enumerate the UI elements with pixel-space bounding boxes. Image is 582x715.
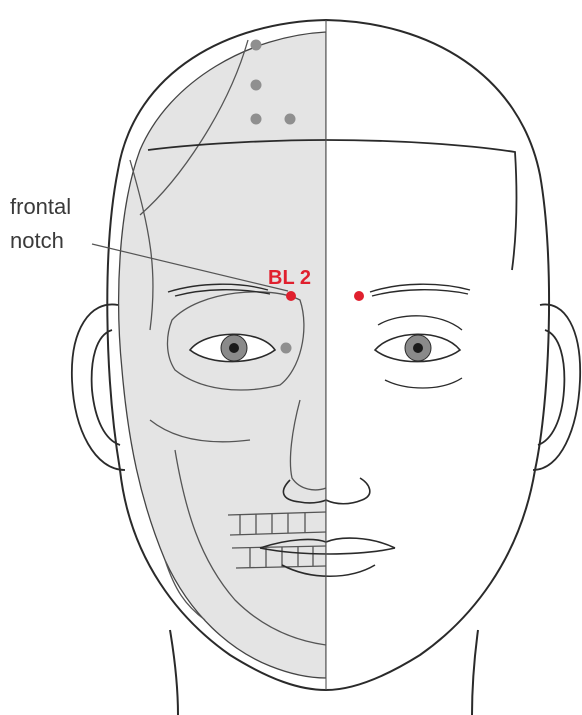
scalp-point-3 bbox=[251, 114, 262, 125]
scalp-point-1 bbox=[251, 40, 262, 51]
frontal-notch-label-line1: frontal bbox=[10, 194, 71, 219]
orbit-point bbox=[281, 343, 292, 354]
bl2-point-face bbox=[354, 291, 364, 301]
frontal-notch-label-line2: notch bbox=[10, 228, 64, 253]
scalp-point-2 bbox=[251, 80, 262, 91]
bl2-label: BL 2 bbox=[268, 267, 311, 289]
eyebrow-right bbox=[370, 284, 470, 296]
eye-right bbox=[375, 316, 462, 388]
bl2-point-skull bbox=[286, 291, 296, 301]
scalp-point-4 bbox=[285, 114, 296, 125]
